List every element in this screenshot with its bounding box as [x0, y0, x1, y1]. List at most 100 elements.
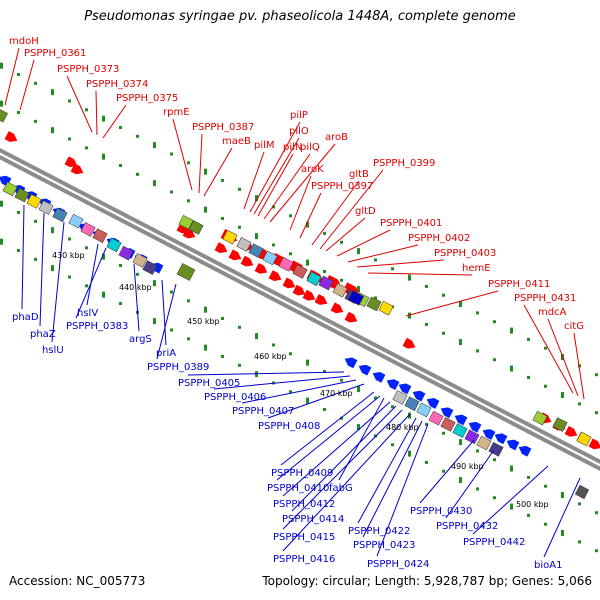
- track-dot: [187, 161, 190, 165]
- forward-gene-arrow: [588, 438, 600, 450]
- track-dot: [340, 278, 343, 282]
- kbp-tick-label: 490 kbp: [451, 462, 484, 471]
- reverse-gene-arrow: [454, 414, 468, 426]
- track-dot: [459, 301, 462, 308]
- reverse-gene-label: PSPPH_0414: [282, 514, 344, 525]
- track-dot: [459, 477, 462, 484]
- track-dot: [170, 190, 173, 194]
- leader-line: [249, 121, 301, 213]
- track-dot: [68, 99, 71, 103]
- reverse-gene-label: PSPPH_0424: [367, 559, 429, 570]
- track-dot: [323, 407, 326, 411]
- track-dot: [119, 263, 122, 267]
- kbp-tick-label: 430 kbp: [52, 251, 85, 260]
- forward-gene-label: PSPPH_0361: [24, 48, 86, 59]
- track-dot: [578, 502, 581, 506]
- leader-line: [573, 332, 585, 400]
- track-dot: [442, 293, 445, 297]
- leader-line: [102, 104, 127, 139]
- leader-line: [419, 439, 475, 504]
- forward-gene-label: gltD: [355, 206, 376, 217]
- feature-box: [440, 417, 456, 432]
- track-dot: [578, 540, 581, 544]
- reverse-gene-label: PSPPH_0430: [410, 506, 472, 517]
- forward-gene-label: pilP: [290, 110, 308, 121]
- forward-gene-label: gltB: [349, 169, 369, 180]
- leader-line: [95, 90, 98, 136]
- track-dot: [34, 81, 37, 85]
- track-dot: [476, 449, 479, 453]
- kbp-tick-label: 450 kbp: [187, 317, 220, 326]
- leader-line: [133, 263, 140, 332]
- reverse-gene-label: PSPPH_0415: [273, 532, 335, 543]
- track-dot: [374, 396, 377, 400]
- leader-line: [241, 379, 357, 404]
- feature-box: [318, 275, 334, 291]
- leader-line: [156, 283, 177, 360]
- feature-box: [332, 282, 348, 298]
- feature-box: [92, 228, 108, 243]
- forward-gene-arrow: [330, 302, 344, 314]
- track-dot: [0, 200, 3, 207]
- feature-box: [278, 256, 294, 272]
- track-dot: [221, 354, 224, 358]
- track-dot: [391, 267, 394, 271]
- leader-line: [86, 243, 99, 306]
- track-dot: [0, 238, 3, 245]
- track-dot: [119, 301, 122, 305]
- feature-box: [80, 222, 96, 237]
- track-dot: [102, 291, 105, 298]
- leader-line: [311, 180, 360, 246]
- reverse-gene-arrow: [506, 439, 520, 451]
- feature-box: [176, 263, 196, 281]
- reverse-gene-label: phaZ: [30, 329, 56, 340]
- track-dot: [102, 153, 105, 160]
- track-dot: [204, 206, 207, 213]
- track-dot: [255, 233, 258, 240]
- track-dot: [119, 163, 122, 167]
- track-dot: [221, 178, 224, 182]
- track-dot: [425, 460, 428, 464]
- reverse-gene-arrow: [468, 421, 482, 433]
- track-dot: [408, 274, 411, 281]
- track-dot: [578, 364, 581, 368]
- forward-gene-label: maeB: [222, 136, 251, 147]
- leader-line: [347, 244, 419, 263]
- feature-box: [306, 271, 322, 287]
- forward-gene-arrow: [228, 249, 242, 261]
- track-dot: [442, 431, 445, 435]
- reverse-gene-arrow: [494, 433, 508, 445]
- track-dot: [17, 249, 20, 253]
- track-dot: [272, 243, 275, 247]
- reverse-gene-label: PSPPH_0405: [178, 378, 240, 389]
- forward-gene-arrow: [564, 426, 578, 437]
- track-dot: [119, 125, 122, 129]
- track-dot: [0, 62, 3, 69]
- track-dot: [595, 411, 598, 415]
- track-dot: [170, 152, 173, 156]
- feature-box: [366, 296, 382, 312]
- track-dot: [204, 344, 207, 351]
- forward-gene-label: PSPPH_0373: [57, 64, 119, 75]
- leader-line: [543, 477, 581, 558]
- track-dot: [510, 365, 513, 372]
- track-dot: [306, 397, 309, 404]
- leader-line: [319, 169, 384, 250]
- forward-gene-label: PSPPH_0431: [514, 293, 576, 304]
- leader-line: [51, 221, 65, 343]
- feature-box: [404, 396, 420, 411]
- dotted-guide-tracks: [0, 62, 598, 553]
- track-dot: [408, 450, 411, 457]
- feature-box: [428, 410, 444, 426]
- forward-gene-arrow: [70, 163, 84, 175]
- reverse-gene-label: PSPPH_0412: [273, 499, 335, 510]
- track-dot: [408, 312, 411, 319]
- reverse-gene-arrow: [344, 357, 358, 369]
- track-dot: [544, 484, 547, 488]
- forward-gene-label: PSPPH_0411: [488, 279, 550, 290]
- leader-line: [357, 417, 417, 524]
- leader-line: [299, 192, 322, 239]
- feature-box: [552, 417, 568, 432]
